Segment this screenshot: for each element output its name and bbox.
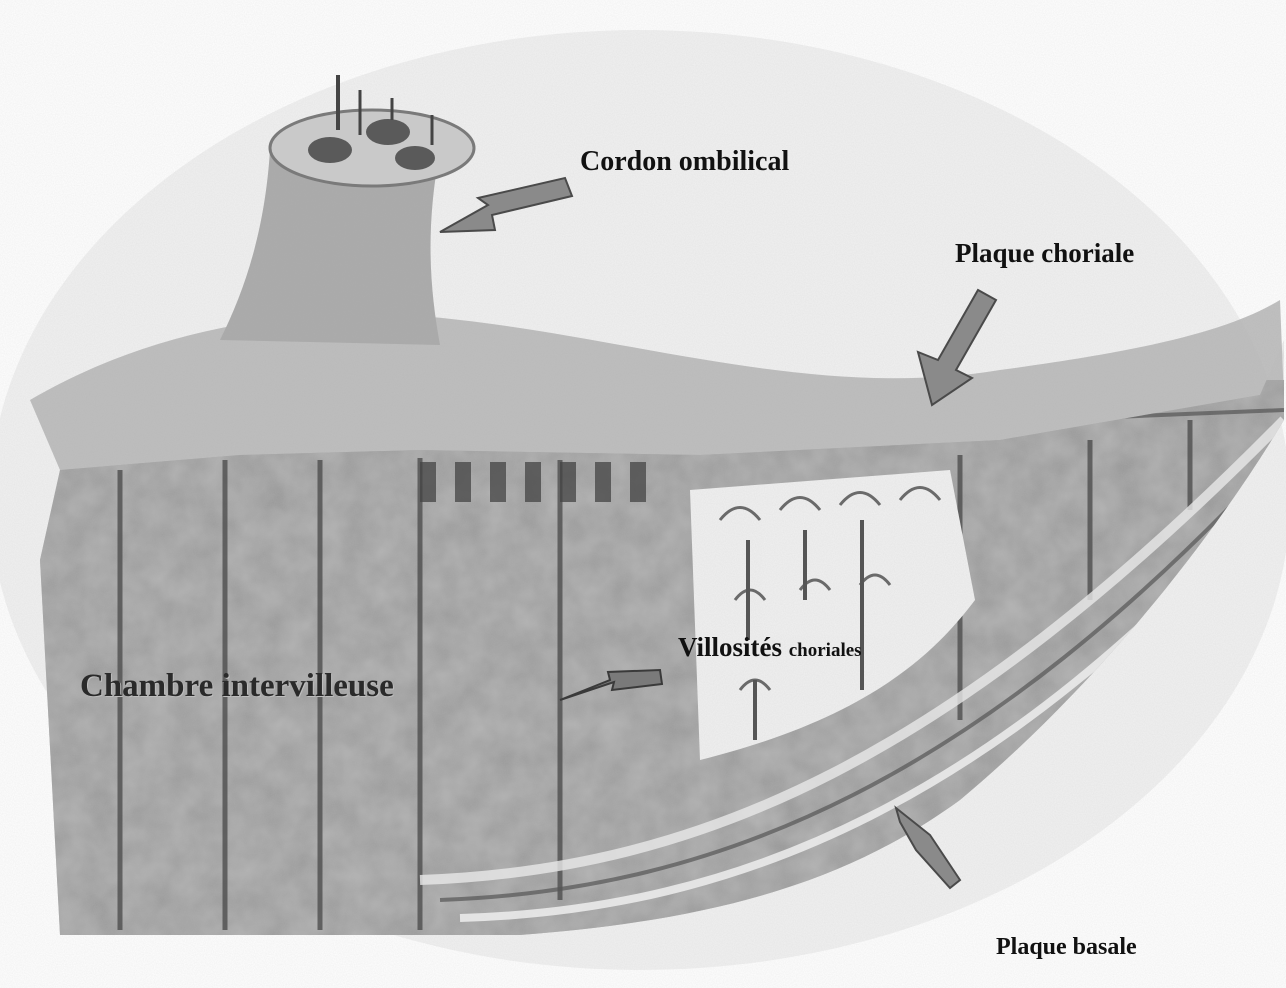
- label-plaque-basale: Plaque basale: [996, 934, 1137, 961]
- label-villosites-choriales: Villosités choriales: [678, 632, 862, 663]
- label-plaque-choriale: Plaque choriale: [955, 238, 1134, 269]
- label-villosites-small: choriales: [789, 640, 862, 661]
- label-chambre-intervilleuse: Chambre intervilleuse: [80, 668, 394, 705]
- label-villosites-word: Villosités: [678, 632, 782, 662]
- label-cordon-ombilical: Cordon ombilical: [580, 146, 789, 178]
